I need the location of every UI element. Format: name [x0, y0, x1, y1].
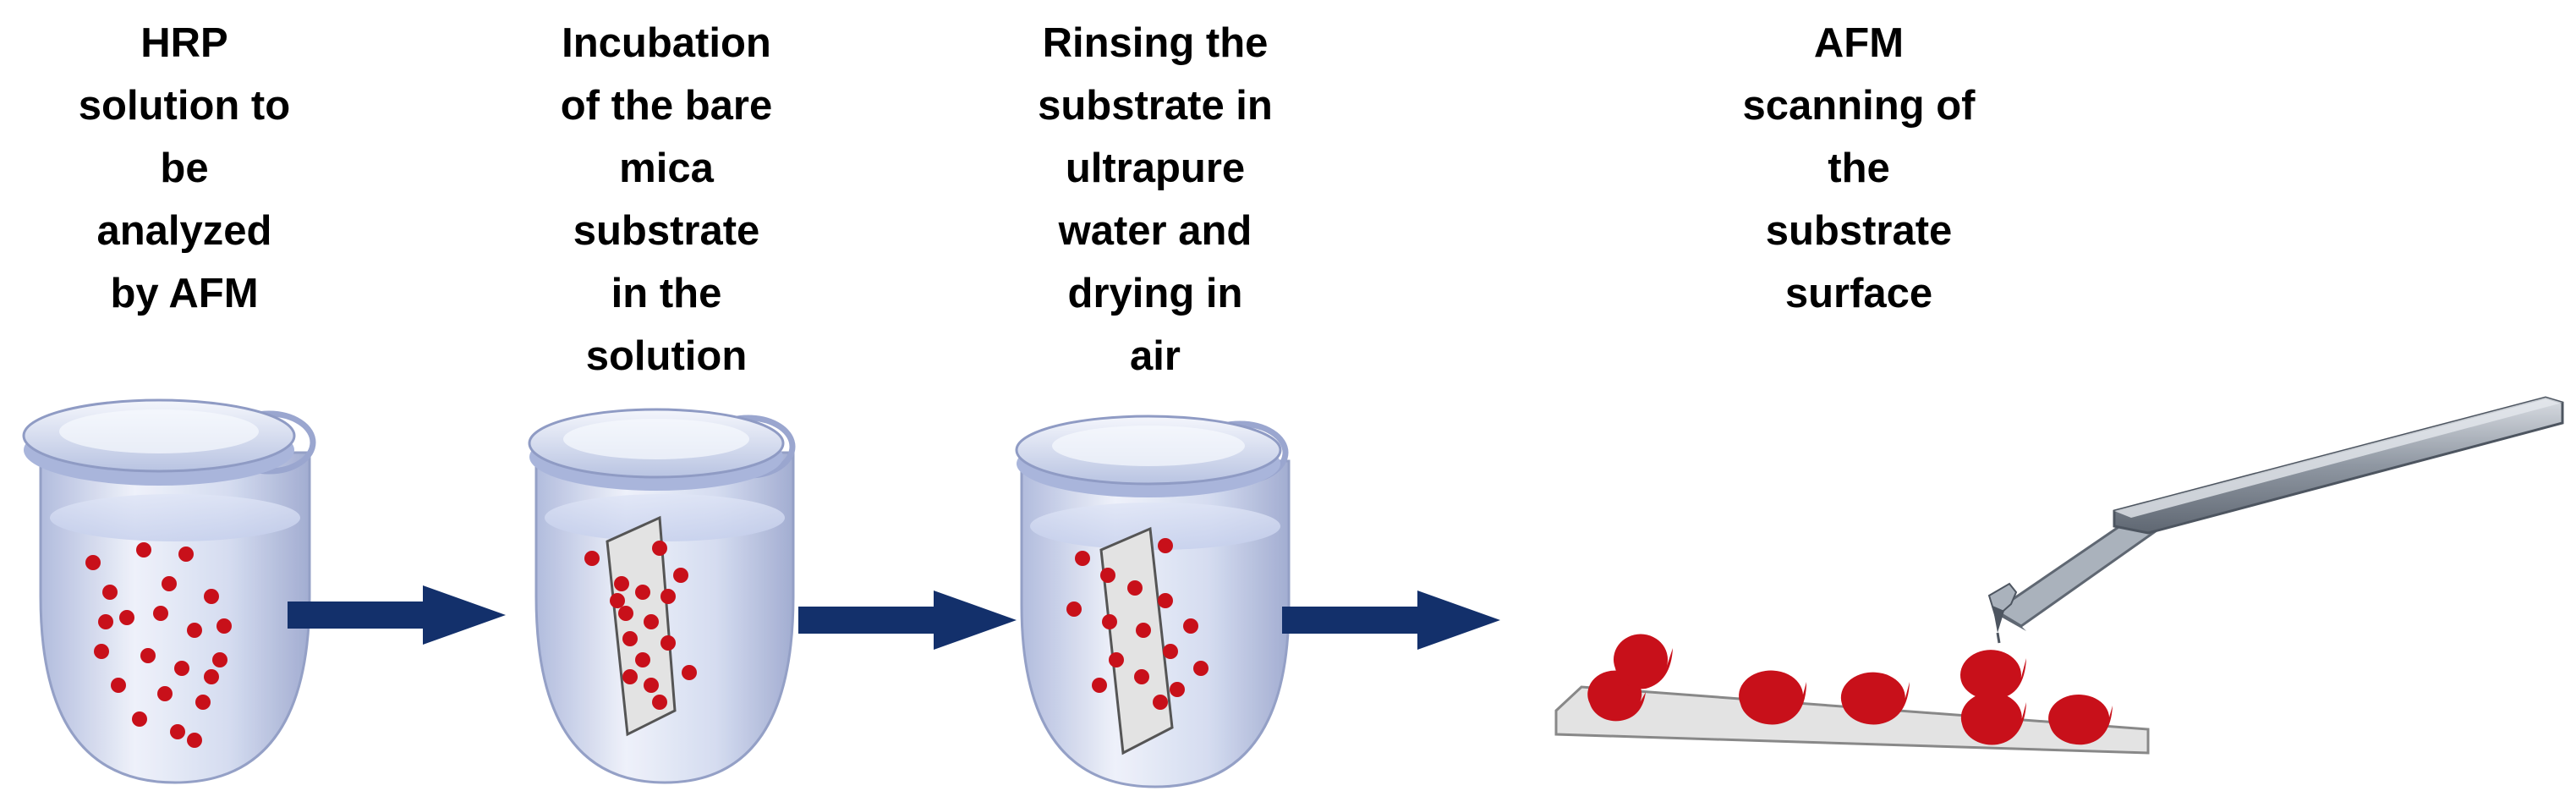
arrow-2	[798, 591, 1017, 650]
afm-tip	[1992, 606, 2004, 633]
protein-particles	[1066, 538, 1209, 710]
afm-cantilever	[1987, 396, 2564, 631]
protein-particles	[85, 542, 232, 748]
arrow-1	[288, 585, 506, 645]
adsorbed-proteins	[1587, 634, 2113, 745]
arrow-3	[1282, 591, 1500, 650]
step-2-label: Incubation of the bare mica substrate in…	[560, 20, 773, 379]
microtube-3	[1015, 415, 1291, 788]
protein-particles	[584, 541, 697, 710]
mica-substrate	[1099, 526, 1174, 755]
step-1-label: HRP solution to be analyzed by AFM	[78, 20, 291, 316]
microtube-1	[22, 398, 316, 784]
step-4-label: AFM scanning of the substrate surface	[1742, 20, 1976, 316]
afm-scanning-scene	[1554, 396, 2564, 755]
microtube-2	[528, 408, 796, 784]
step-3-label: Rinsing the substrate in ultrapure water…	[1038, 20, 1273, 379]
